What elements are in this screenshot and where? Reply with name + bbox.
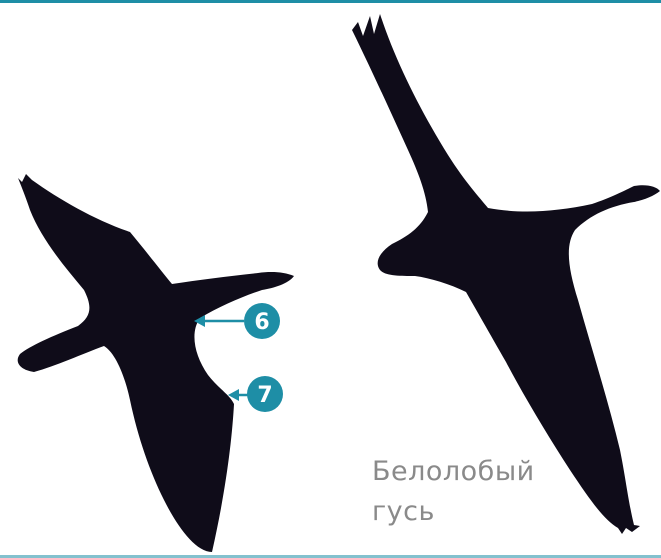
left-goose-silhouette <box>18 174 294 552</box>
caption-line-2: гусь <box>372 492 535 532</box>
species-caption: Белолобый гусь <box>372 452 535 532</box>
marker-7: 7 <box>228 376 283 412</box>
caption-line-1: Белолобый <box>372 452 535 492</box>
marker-7-label: 7 <box>257 383 272 408</box>
marker-6-label: 6 <box>254 310 269 335</box>
